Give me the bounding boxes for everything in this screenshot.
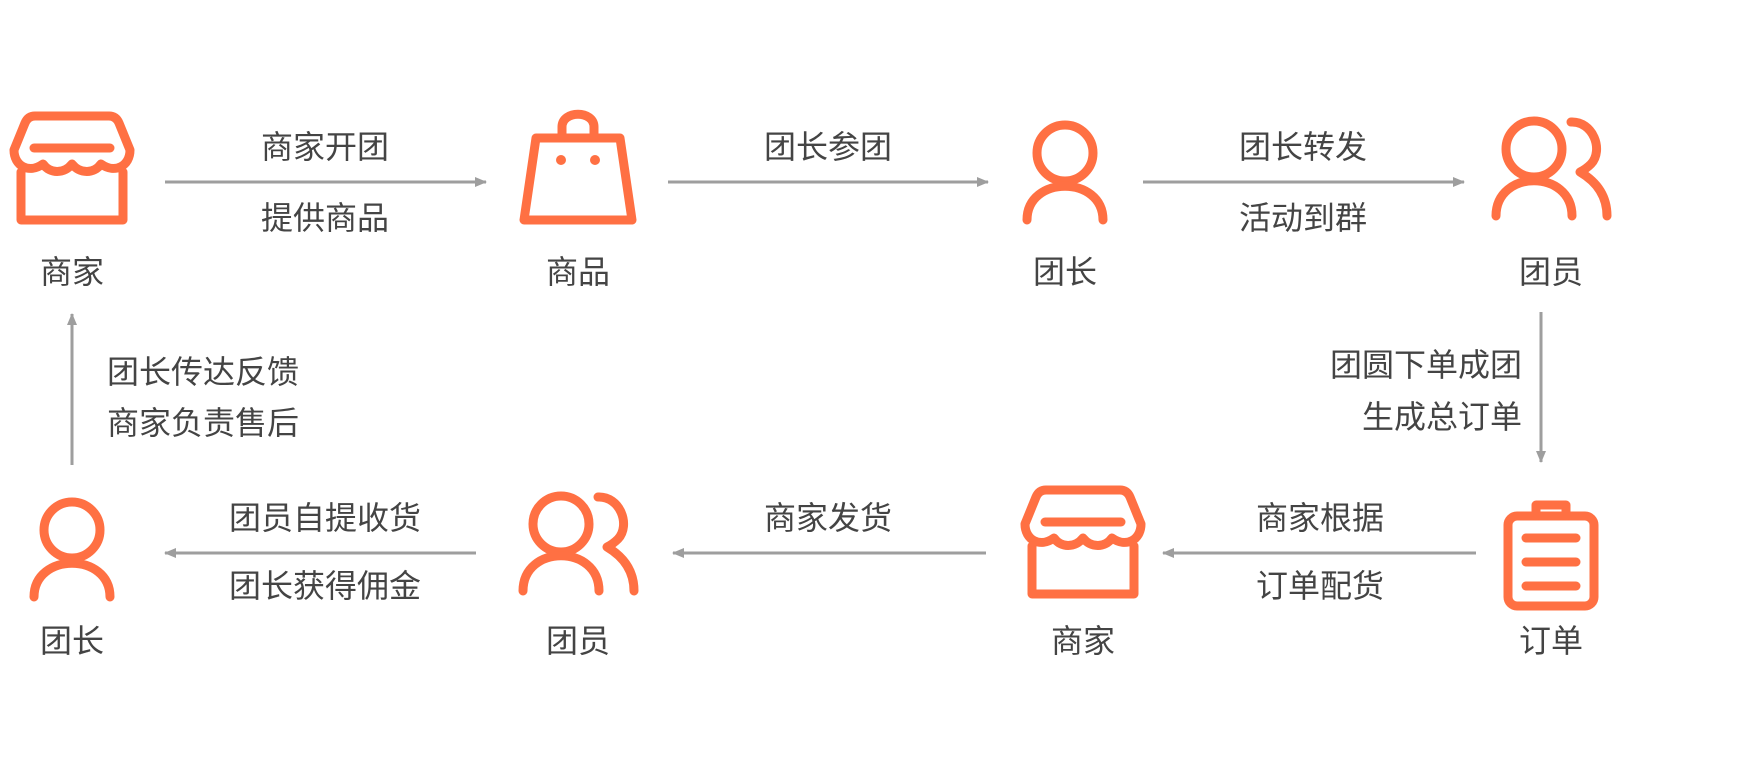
person-icon [1022,120,1108,225]
store-icon [1020,485,1146,599]
edge-label-leader-to-merchant-line2: 商家负责售后 [107,404,300,442]
store-icon [9,111,135,225]
node-label-merchant-bottom: 商家 [1050,622,1115,660]
node-label-members-bottom: 团员 [545,622,610,660]
node-label-order: 订单 [1518,622,1583,660]
node-label-members-top: 团员 [1518,253,1583,291]
edge-label-members-to-order-line1: 团圆下单成团 [1329,346,1522,384]
edge-label-product-to-leader: 团长参团 [763,128,892,166]
node-label-leader-top: 团长 [1032,253,1097,291]
edge-label-order-to-merchant-line1: 商家根据 [1255,499,1384,537]
edge-label-leader-to-merchant-line1: 团长传达反馈 [107,353,300,391]
edge-label-members-to-order-line2: 生成总订单 [1361,398,1522,436]
icons [9,109,1612,611]
edge-label-merchant-to-product-line2: 提供商品 [260,199,389,237]
edge-label-merchant-to-product-line1: 商家开团 [260,128,389,166]
edge-label-members-to-leader-line1: 团员自提收货 [228,499,421,537]
group-icon [1491,116,1612,221]
edge-label-order-to-merchant-line2: 订单配货 [1255,567,1384,605]
edge-label-leader-to-members-line1: 团长转发 [1238,128,1367,166]
shopping-bag-icon [519,109,637,225]
clipboard-icon [1503,500,1599,611]
node-label-product: 商品 [545,253,610,291]
group-icon [518,491,639,596]
node-label-leader-bottom: 团长 [39,622,104,660]
node-label-merchant-top: 商家 [39,253,104,291]
edge-label-leader-to-members-line2: 活动到群 [1238,199,1367,237]
edge-label-members-to-leader-line2: 团长获得佣金 [228,567,421,605]
edges [67,177,1546,558]
person-icon [29,497,115,602]
edge-label-merchant-to-members: 商家发货 [763,499,892,537]
